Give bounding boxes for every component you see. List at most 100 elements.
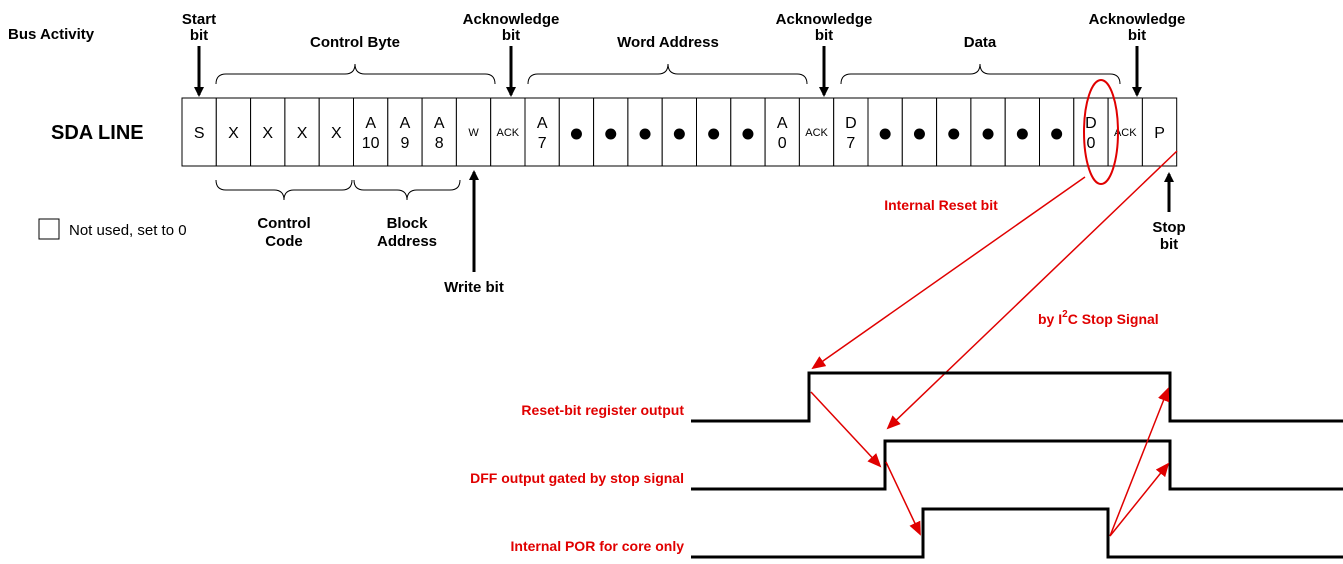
sda-cell-label: ACK <box>805 127 828 139</box>
sda-cell-label: ACK <box>497 127 520 139</box>
reset-to-dff-arrow <box>810 391 882 468</box>
sda-cell-label-top: A <box>365 115 376 132</box>
block-address-label-line1: Block <box>387 215 429 232</box>
bullet-dot-icon <box>639 128 651 140</box>
sda-cell-label-bottom: 7 <box>846 135 855 152</box>
stop-signal-prefix: by I <box>1038 311 1062 327</box>
sda-cell-box <box>181 97 217 167</box>
reset-bit-to-register-arrow <box>811 176 1086 370</box>
bullet-dot-icon <box>948 128 960 140</box>
sda-line-label: SDA LINE <box>51 122 144 144</box>
sda-cell-label: X <box>331 125 342 142</box>
sda-cell-8: W <box>455 97 492 167</box>
data-label: Data <box>964 34 997 51</box>
bullet-dot-icon <box>982 128 994 140</box>
sda-cell-label-top: A <box>400 115 411 132</box>
control-code-label-line1: Control <box>257 215 310 232</box>
sda-cell-label-bottom: 0 <box>1086 135 1095 152</box>
sda-cell-5: A 10 <box>353 97 389 167</box>
sda-cell-box <box>764 97 800 167</box>
sda-cell-label-bottom: 7 <box>538 135 547 152</box>
stop-signal-suffix: C Stop Signal <box>1068 311 1159 327</box>
control-code-label-line2: Code <box>265 233 303 250</box>
stop-signal-superscript: 2 <box>1062 309 1068 320</box>
sda-cell-1: X <box>215 97 252 167</box>
sda-cell-14 <box>661 97 698 167</box>
sda-cell-label-top: D <box>1085 115 1097 132</box>
ack-bit-1-label-line1: Acknowledge <box>463 11 560 28</box>
word-address-brace <box>527 63 808 85</box>
sda-cell-box <box>215 97 252 167</box>
dff-output-waveform <box>691 439 1343 491</box>
internal-reset-bit-label: Internal Reset bit <box>884 197 998 213</box>
sda-cell-label-bottom: 9 <box>400 135 409 152</box>
reset-bit-highlight <box>1083 79 1119 185</box>
sda-cell-25 <box>1039 97 1075 167</box>
sda-cell-label: S <box>194 125 205 142</box>
block-address-label-line2: Address <box>377 233 437 250</box>
sda-cell-box <box>421 97 457 167</box>
block-address-brace <box>353 179 461 201</box>
bullet-dot-icon <box>742 128 754 140</box>
dff-to-por-arrow <box>885 461 921 536</box>
por-to-dff-fall-arrow <box>1109 462 1170 537</box>
stop-bit-label-line2: bit <box>1160 236 1178 253</box>
bullet-dot-icon <box>570 128 582 140</box>
sda-cell-2: X <box>250 97 286 167</box>
sda-cell-12 <box>593 97 629 167</box>
ack-bit-3-label-line1: Acknowledge <box>1089 11 1186 28</box>
legend-not-used-label: Not used, set to 0 <box>69 222 187 239</box>
sda-cell-label-top: A <box>434 115 445 132</box>
sda-cell-28: P <box>1141 97 1178 167</box>
sda-cell-15 <box>696 97 732 167</box>
internal-por-waveform <box>691 507 1343 559</box>
sda-cell-23 <box>970 97 1006 167</box>
dff-output-label: DFF output gated by stop signal <box>470 470 684 486</box>
sda-cell-label-bottom: 0 <box>778 135 787 152</box>
bullet-dot-icon <box>913 128 925 140</box>
sda-cell-13 <box>627 97 663 167</box>
sda-cell-6: A9 <box>387 97 423 167</box>
sda-cell-label-top: D <box>845 115 857 132</box>
sda-cell-label-top: A <box>537 115 548 132</box>
sda-cell-26: D0 <box>1073 97 1109 167</box>
sda-cell-label: ACK <box>1114 127 1137 139</box>
control-byte-brace <box>215 63 496 85</box>
sda-cell-box <box>387 97 423 167</box>
sda-cell-label-bottom: 8 <box>435 135 444 152</box>
sda-cell-label: X <box>228 125 239 142</box>
stop-signal-label: by I2C Stop Signal <box>1038 309 1159 327</box>
sda-cell-16 <box>730 97 766 167</box>
bullet-dot-icon <box>1016 128 1028 140</box>
write-bit-label: Write bit <box>444 279 504 296</box>
sda-cell-label-bottom: 10 <box>362 135 380 152</box>
sda-cell-box <box>455 97 492 167</box>
data-brace <box>840 63 1121 85</box>
sda-cell-17: A0 <box>764 97 800 167</box>
sda-cell-22 <box>936 97 972 167</box>
ack-bit-2-label-line2: bit <box>815 27 833 44</box>
sda-cell-20 <box>867 97 903 167</box>
bullet-dot-icon <box>605 128 617 140</box>
sda-cell-box <box>661 97 698 167</box>
sda-cell-box <box>524 97 560 167</box>
ack-bit-2-label-line1: Acknowledge <box>776 11 873 28</box>
control-byte-label: Control Byte <box>310 34 400 51</box>
sda-cell-label-top: A <box>777 115 788 132</box>
sda-cell-box <box>1141 97 1178 167</box>
ack-bit-3-label-line2: bit <box>1128 27 1146 44</box>
sda-cell-24 <box>1004 97 1041 167</box>
sda-cell-18: ACK <box>798 97 835 167</box>
sda-cell-label: X <box>262 125 273 142</box>
sda-cell-27: ACK <box>1107 97 1143 167</box>
stop-bit-to-dff-arrow <box>886 150 1178 430</box>
ack-bit-1-label-line2: bit <box>502 27 520 44</box>
bullet-dot-icon <box>879 128 891 140</box>
sda-cell-box <box>250 97 286 167</box>
sda-cell-box <box>353 97 389 167</box>
bullet-dot-icon <box>1051 128 1063 140</box>
bullet-dot-icon <box>708 128 720 140</box>
sda-cell-box <box>1107 97 1143 167</box>
